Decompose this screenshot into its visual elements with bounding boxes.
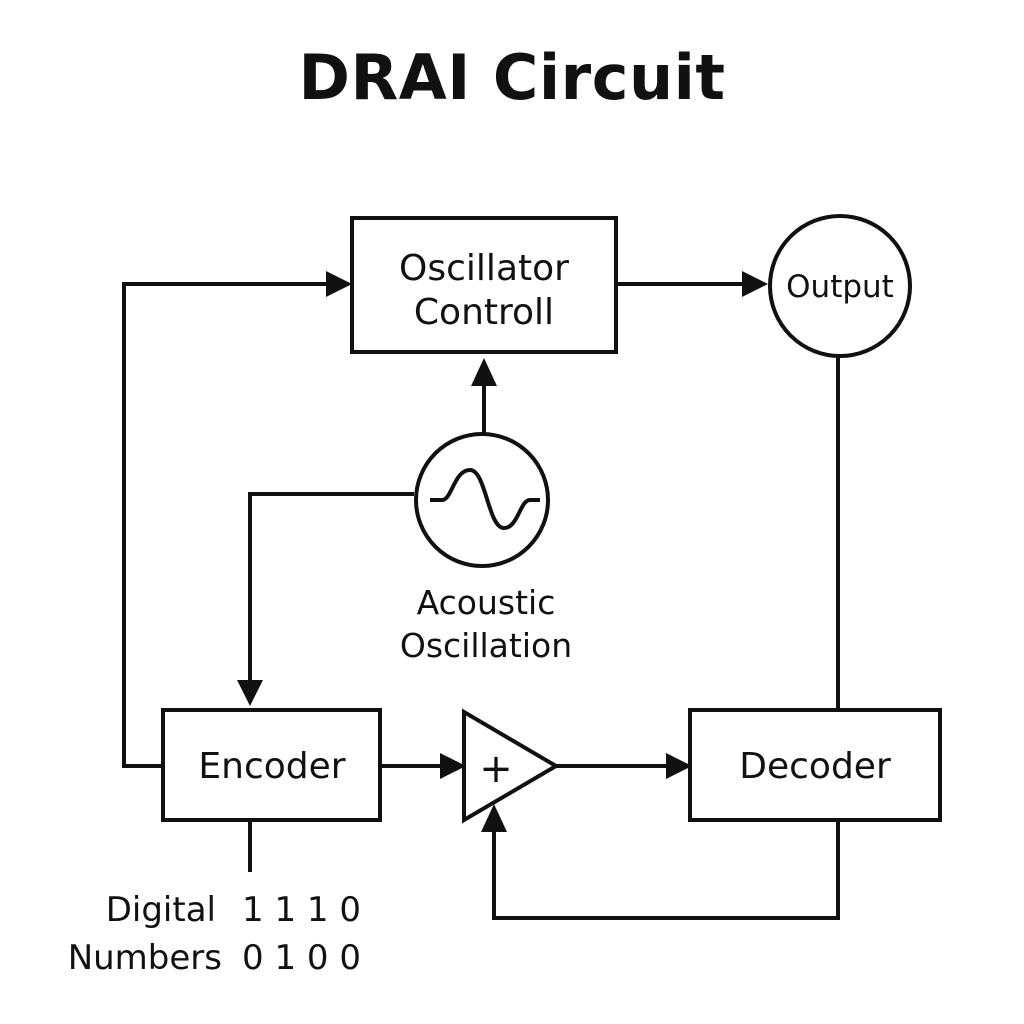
wire-oscillation-to-encoder — [248, 492, 414, 682]
arrowhead-into-adder — [440, 753, 466, 779]
diagram-title: DRAI Circuit — [298, 41, 726, 114]
adder-symbol: + — [479, 746, 513, 792]
digital-numbers: Digital Numbers 1 1 1 0 0 1 0 0 — [68, 890, 361, 978]
encoder-block: Encoder — [161, 708, 382, 822]
adder-block: + — [462, 708, 560, 824]
acoustic-oscillation-source: Acoustic Oscillation — [400, 432, 572, 665]
output-node: Output — [768, 214, 912, 358]
decoder-block: Decoder — [688, 708, 942, 822]
digital-numbers-bits-line1: 1 1 1 0 — [242, 890, 361, 930]
arrowhead-into-encoder — [237, 680, 263, 706]
acoustic-oscillation-label-line2: Oscillation — [400, 626, 572, 665]
acoustic-oscillation-label-line1: Acoustic — [417, 583, 556, 622]
arrowhead-up-into-oscillator-control — [471, 358, 497, 386]
arrowhead-into-oscillator-control — [326, 271, 352, 297]
oscillator-control-label-line2: Controll — [414, 292, 554, 333]
sine-wave-icon — [430, 467, 540, 531]
oscillator-control-block: Oscillator Controll — [350, 216, 618, 354]
arrowhead-up-into-adder — [481, 804, 507, 832]
output-label: Output — [786, 269, 894, 305]
oscillator-control-label-line1: Oscillator — [399, 248, 569, 289]
digital-numbers-label-line2: Numbers — [68, 938, 222, 978]
wire-encoder-to-oscillator-control — [122, 282, 330, 768]
wire-decoder-feedback-to-adder — [492, 820, 840, 920]
encoder-label: Encoder — [198, 746, 345, 787]
digital-numbers-bits-line2: 0 1 0 0 — [242, 938, 361, 978]
arrowhead-into-output — [742, 271, 768, 297]
decoder-label: Decoder — [739, 746, 891, 787]
digital-numbers-label-line1: Digital — [106, 890, 216, 930]
arrowhead-into-decoder — [666, 753, 692, 779]
